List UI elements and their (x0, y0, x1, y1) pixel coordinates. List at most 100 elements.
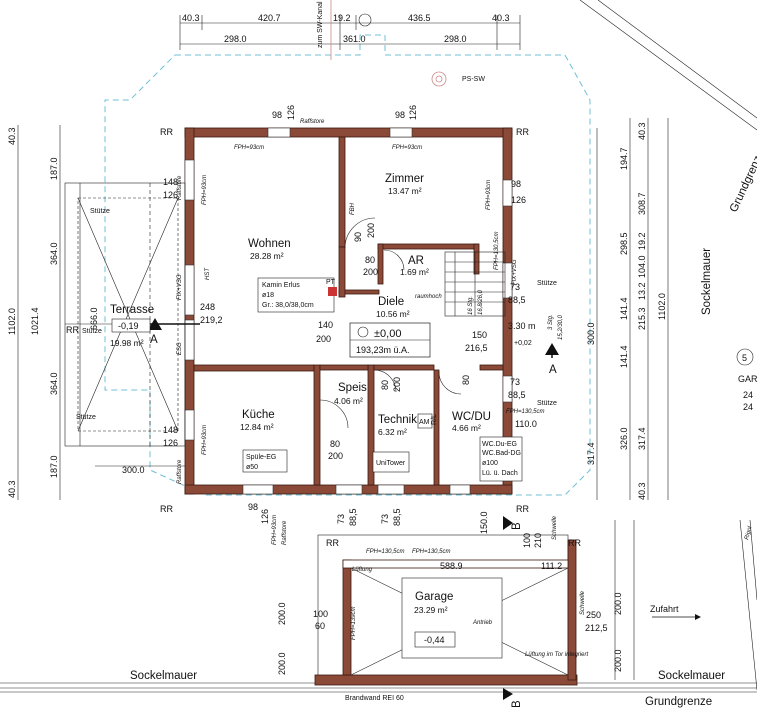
dim-top-1: 40.3 (182, 13, 200, 23)
terrace (64, 182, 186, 447)
dim-73b: 73 (510, 377, 520, 387)
room-speis-area: 4.06 m² (334, 396, 363, 406)
spuele-title: Spüle-EG (246, 454, 276, 461)
fph-right1: FPH=93cm (486, 180, 492, 210)
dim-2000a: 200.0 (277, 602, 287, 625)
fph-bottom3: FPH=130,5cm (412, 549, 451, 555)
dim-73a: 73 (510, 282, 520, 292)
right-dimension-lines (596, 118, 669, 680)
right-dim-16: 317.4 (586, 442, 596, 465)
stuetze-5: Stütze (537, 400, 557, 407)
fbh-label: FBH (350, 202, 356, 215)
section-markers (145, 318, 559, 700)
spuele-diameter: ø50 (246, 464, 258, 471)
room-kueche: Küche (242, 409, 275, 421)
raffstore-left1: Raffstore (177, 175, 183, 200)
room-wcdu: WC/DU (452, 411, 491, 423)
rr-terrace: RR (66, 325, 79, 335)
right-dim-10: 13.2 (637, 282, 647, 300)
dim-2125: 212,5 (585, 623, 608, 633)
terrasse-level: -0,19 (118, 321, 139, 331)
brandwand-label: Brandwand REI 60 (345, 695, 404, 702)
left-dim-9: 666.0 (89, 307, 99, 330)
dim-24a: 24 (743, 390, 753, 400)
right-dim-14: 1102.0 (657, 293, 667, 320)
right-dim-15: 300.0 (586, 322, 596, 345)
dim-80c: 80 (461, 375, 471, 385)
dim-148a: 148 (163, 177, 178, 187)
room-terrasse-area: 19.98 m² (110, 338, 144, 348)
rr-ne: RR (516, 127, 529, 137)
dim-98c: 98 (511, 179, 521, 189)
dim-885a: 88,5 (508, 295, 526, 305)
room-wohnen-area: 28.28 m² (250, 251, 284, 261)
sewer-label: zum SW-Kanal (317, 1, 324, 48)
room-diele-area: 10.56 m² (376, 309, 410, 319)
dim-1112: 111.2 (541, 561, 562, 571)
dim-80a: 80 (365, 255, 375, 265)
dim-5889: 588.9 (440, 561, 463, 571)
kamin-size: Gr.: 38,0/38,0cm (262, 302, 314, 309)
right-dim-1: 194.7 (619, 147, 629, 170)
fixvsg-right: FIX+VSG (512, 259, 518, 285)
rigol-label: Rigol (744, 525, 754, 540)
stair-steps: 16 Stg. (468, 296, 474, 315)
zufahrt-label: Zufahrt (650, 604, 679, 614)
wc-line1: WC.Du-EG (482, 441, 517, 448)
dim-2000b: 200.0 (277, 652, 287, 675)
dim-126e: 126 (163, 438, 178, 448)
dim-200c: 200 (316, 334, 331, 344)
dim-210: 210 (533, 533, 543, 548)
dim-73c: 73 (336, 514, 346, 524)
left-dim-6: 40.3 (7, 480, 17, 498)
dim-100a: 100 (522, 533, 532, 548)
house-walls (184, 127, 513, 495)
sockelmauer-right: Sockelmauer (701, 248, 713, 315)
room-technik: Technik (378, 414, 417, 426)
dim-885c: 88,5 (348, 508, 358, 526)
left-dim-2: 187.0 (49, 157, 59, 180)
fph-garage: FPH=139cm (351, 606, 357, 640)
right-dim-7: 40.3 (637, 122, 647, 140)
right-dim-2: 308.7 (637, 192, 647, 215)
schwelle-1: Schwelle (552, 515, 558, 540)
room-ar: AR (408, 255, 424, 267)
building-number: 5 (742, 353, 747, 363)
dim-200d: 200 (392, 377, 402, 392)
dim-top-8: 298.0 (444, 34, 467, 44)
fph-right3: FPH=130,5cm (506, 409, 545, 415)
stair-ratio: 16,8/26,0 (478, 289, 484, 315)
room-wcdu-area: 4.66 m² (452, 423, 481, 433)
kamin-title: Kamin Erlus (262, 282, 300, 289)
wc-line3: ø100 (482, 460, 498, 467)
level-total: 193,23m ü.A. (356, 345, 410, 355)
fph-bottom2: FPH=130,5cm (366, 549, 405, 555)
rr-garage-e: RR (568, 538, 581, 548)
right-dim-12: 317.4 (637, 427, 647, 450)
sockelmauer-bottom: Sockelmauer (130, 670, 197, 682)
top-dimension-chain: 40.3 420.7 19.2 436.5 40.3 298.0 361.0 2… (179, 0, 521, 87)
left-dimension-lines (17, 125, 185, 500)
windows (184, 127, 513, 495)
dim-140: 140 (318, 320, 333, 330)
dim-24b: 24 (743, 402, 753, 412)
dim-top-5: 40.3 (492, 13, 510, 23)
dim-98d: 98 (248, 502, 258, 512)
am-label: AM (419, 419, 430, 426)
room-diele: Diele (378, 296, 404, 308)
unitower-label: UniTower (376, 460, 406, 467)
wc-line4: Lü. ü. Dach (482, 470, 518, 477)
left-dim-3: 364.0 (49, 242, 59, 265)
fph-left2: FPH=93cm (202, 425, 208, 455)
fph-left1: FPH=93cm (202, 175, 208, 205)
rr-sw: RR (160, 504, 173, 514)
room-zimmer: Zimmer (385, 173, 424, 185)
dim-top-2: 420.7 (258, 13, 281, 23)
antrieb-label: Antrieb (472, 620, 493, 626)
dim-200b: 200 (363, 267, 378, 277)
dim-330: 3.30 m (508, 321, 536, 331)
section-b-top: B (511, 522, 523, 530)
raumhoch-label: raumhoch (415, 294, 442, 300)
schwelle-2: Schwelle (580, 590, 586, 615)
